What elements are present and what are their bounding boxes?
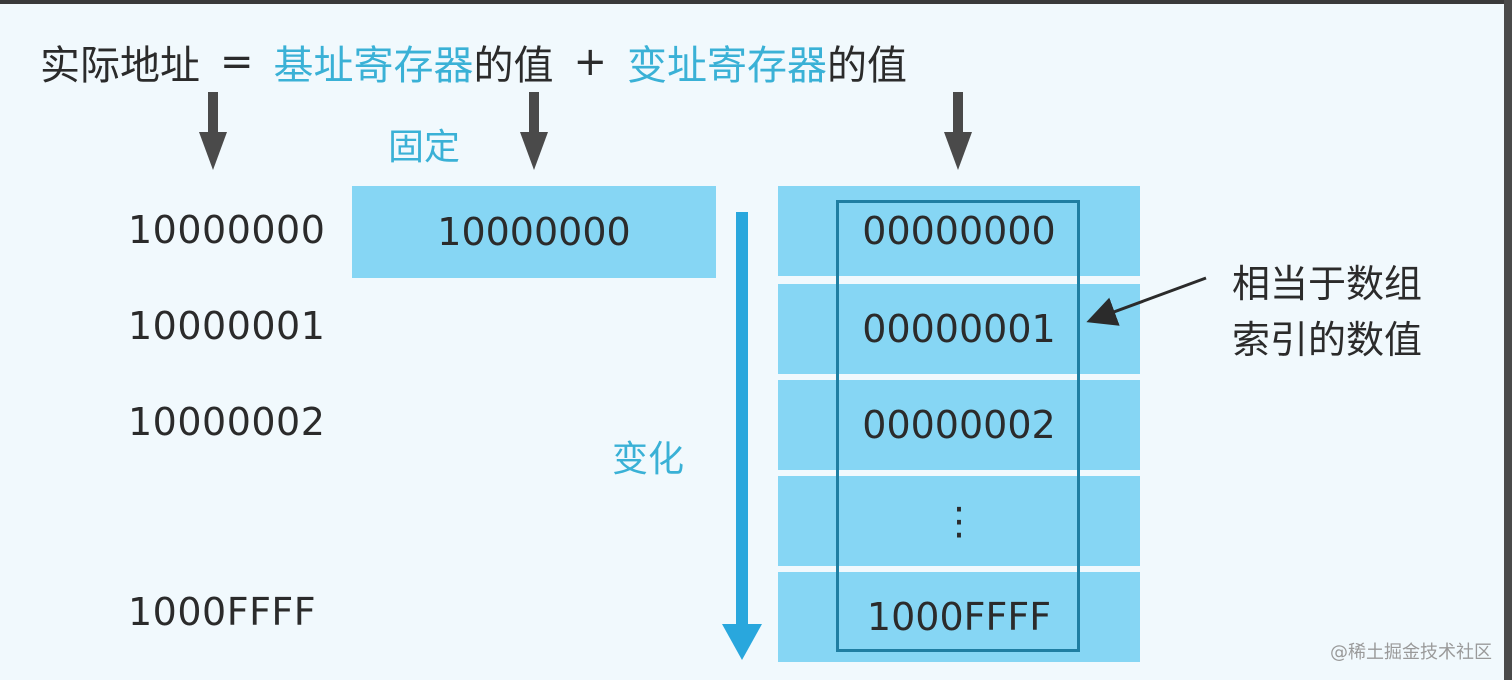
index-value-4: 1000FFFF: [866, 595, 1052, 639]
top-divider: [0, 0, 1512, 4]
annotation-pointer-arrow: [1086, 276, 1207, 326]
index-value-2: 00000002: [862, 403, 1056, 447]
equals-sign: =: [220, 39, 254, 85]
down-arrow-base-register: [520, 92, 548, 170]
annotation-note: 相当于数组 索引的数值: [1232, 256, 1422, 368]
actual-address-3: 1000FFFF: [128, 590, 317, 634]
plus-sign: +: [573, 39, 608, 85]
index-values-highlight-frame: [836, 200, 1080, 652]
actual-address-2: 10000002: [128, 400, 326, 444]
base-register-box: [352, 186, 716, 278]
actual-address-0: 10000000: [128, 208, 326, 252]
change-label: 变化: [612, 439, 685, 480]
base-register-value: 10000000: [437, 210, 631, 254]
actual-address-1: 10000001: [128, 304, 326, 348]
base-register-label: 基址寄存器: [273, 43, 474, 89]
index-value-1: 00000001: [862, 307, 1056, 351]
down-arrow-actual-address: [199, 92, 227, 170]
index-value-0: 00000000: [862, 209, 1056, 253]
address-formula: 实际地址 = 基址寄存器 的值 + 变址寄存器 的值: [40, 34, 907, 90]
watermark: @稀土掘金技术社区: [1330, 642, 1492, 663]
annotation-line-1: 相当于数组: [1232, 262, 1423, 306]
change-arrow: [722, 212, 762, 660]
annotation-line-2: 索引的数值: [1232, 318, 1423, 362]
value-suffix-2: 的值: [827, 43, 908, 89]
down-arrow-index-register: [944, 92, 972, 170]
index-value-ellipsis: ⋮: [940, 499, 978, 543]
actual-address-label: 实际地址: [40, 43, 200, 89]
scroll-edge: [1504, 0, 1512, 680]
fixed-label: 固定: [388, 127, 461, 168]
index-register-label: 变址寄存器: [627, 43, 828, 89]
value-suffix-1: 的值: [473, 43, 554, 89]
